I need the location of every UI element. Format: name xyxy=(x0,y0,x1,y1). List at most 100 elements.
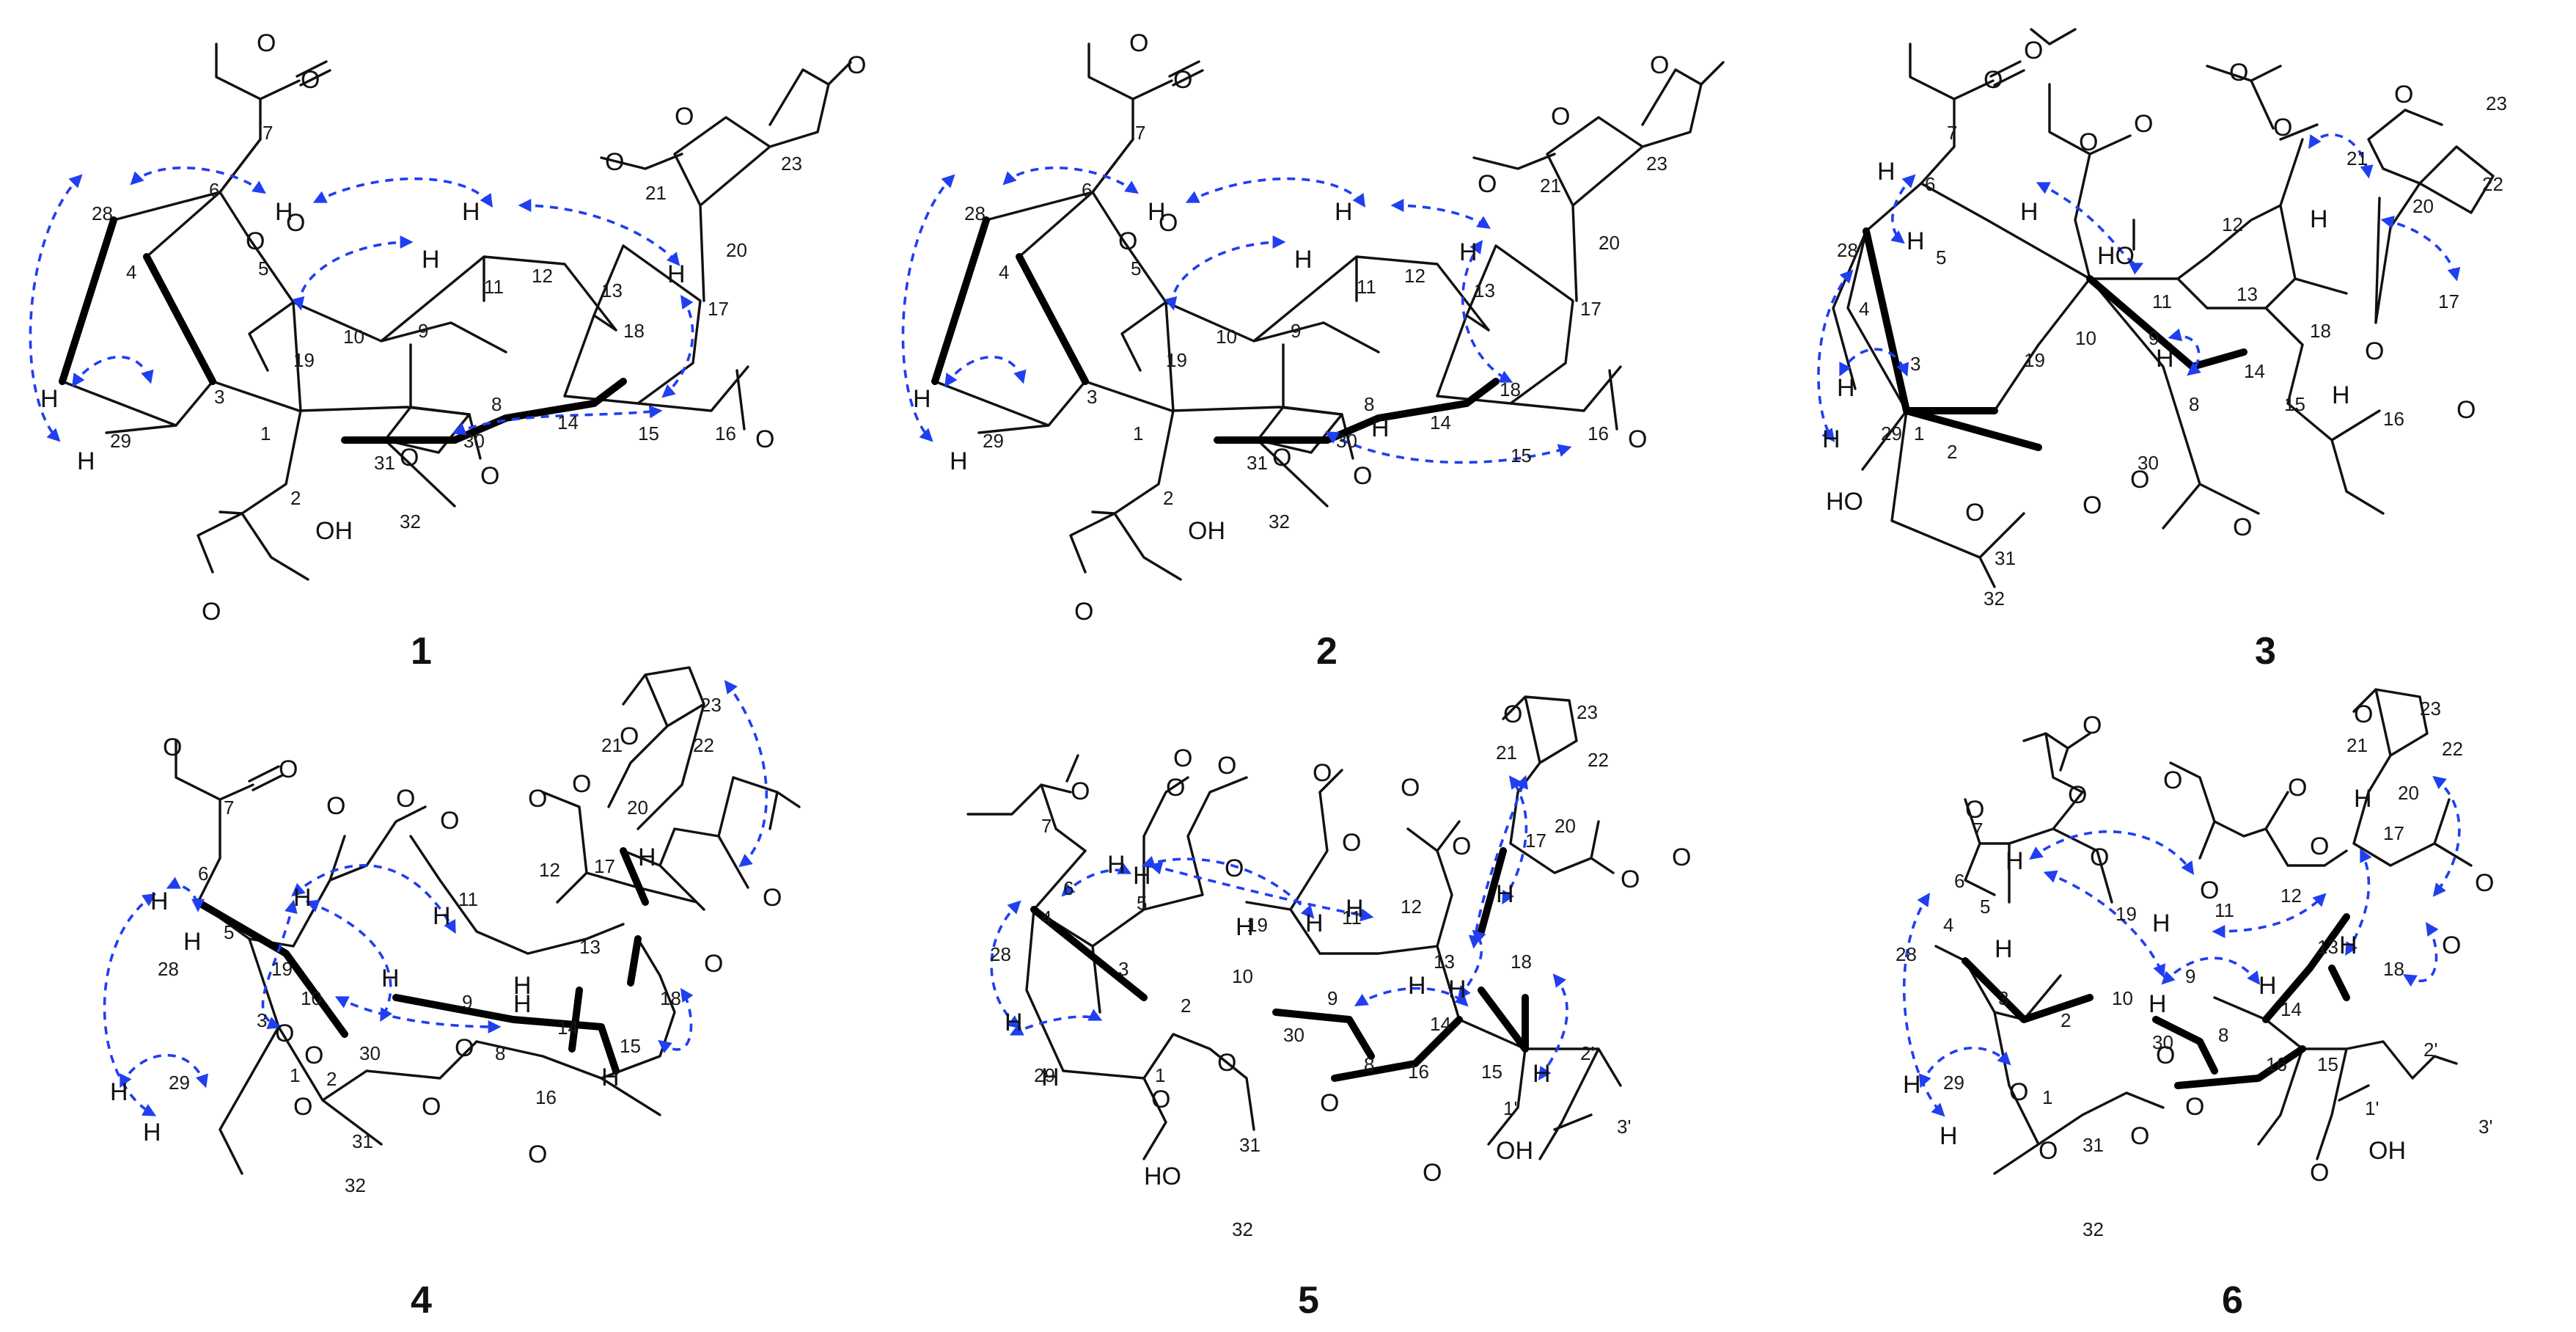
atom-label: O xyxy=(2090,844,2109,871)
atom-number: 28 xyxy=(1837,239,1858,261)
atom-number: 31 xyxy=(1995,547,2016,569)
atom-label: H xyxy=(150,888,169,915)
atom-number: 32 xyxy=(345,1174,366,1196)
bond-line xyxy=(1256,343,1354,508)
wedge-bond xyxy=(1030,847,1529,1060)
atom-label: O xyxy=(2163,766,2182,794)
atom-number: 30 xyxy=(2138,452,2159,474)
atom-number: 1 xyxy=(1155,1064,1165,1086)
atom-label: H xyxy=(1877,158,1896,186)
noe-correlation-arrow xyxy=(2432,775,2461,897)
atom-label: O xyxy=(1342,829,1361,857)
compound-5-stereo-bonds xyxy=(1030,847,1529,1082)
compound-6-structure: O O O O O O O O O O O O O O O O O H H H … xyxy=(1896,688,2494,1322)
atom-number: 2 xyxy=(2061,1009,2071,1031)
atom-label: O xyxy=(1313,759,1332,787)
atom-number: 23 xyxy=(2486,92,2507,114)
atom-label: O xyxy=(1452,832,1471,860)
atom-number: 30 xyxy=(463,430,485,452)
atom-label: O xyxy=(675,103,694,131)
atom-label: O xyxy=(2310,1159,2329,1187)
atom-label: HO xyxy=(2097,242,2135,270)
noe-correlation-arrow xyxy=(2402,922,2439,987)
atom-label: O xyxy=(1217,752,1236,780)
compound-5-structure: O O O O O O O O O O O O O O O O H H H H … xyxy=(966,695,1691,1322)
atom-number: 7 xyxy=(224,797,234,819)
atom-label: O xyxy=(440,807,459,835)
atom-label: O xyxy=(1225,855,1244,882)
atom-number: 12 xyxy=(2280,885,2302,907)
bond-line xyxy=(563,244,749,431)
atom-number: 23 xyxy=(781,153,802,175)
atom-number: 10 xyxy=(1216,326,1237,348)
bond-line xyxy=(1245,769,1461,955)
atom-number: 17 xyxy=(1525,830,1546,852)
atom-label: O xyxy=(704,950,723,978)
atom-label: O xyxy=(2185,1093,2204,1121)
compound-4-noe-arrows xyxy=(103,680,768,1116)
atom-label: O xyxy=(1984,66,2003,94)
compound-id: 3 xyxy=(2255,630,2276,673)
atom-number: 28 xyxy=(990,943,1011,965)
atom-number: 31 xyxy=(374,452,395,474)
atom-number: 32 xyxy=(2083,1218,2104,1240)
atom-number: 12 xyxy=(539,859,560,881)
atom-label: O xyxy=(1173,744,1192,772)
atom-number: 31 xyxy=(352,1130,373,1152)
atom-number: 20 xyxy=(627,797,648,819)
compound-id: 1 xyxy=(411,630,432,673)
atom-number: 16 xyxy=(2266,1053,2287,1075)
noe-correlation-arrow xyxy=(130,166,266,194)
atom-number: 29 xyxy=(1943,1072,1964,1094)
atom-label: O xyxy=(2365,337,2384,365)
atom-number: 14 xyxy=(557,411,579,433)
atom-number: 10 xyxy=(2112,987,2133,1009)
atom-number: 19 xyxy=(293,349,315,371)
compound-6-bonds xyxy=(1934,688,2473,1175)
noe-correlation-arrow xyxy=(261,899,298,1029)
atom-label: O xyxy=(1965,796,1984,824)
noe-correlation-arrow xyxy=(724,680,768,868)
atom-label: O xyxy=(275,1020,294,1047)
compound-6-noe-arrows xyxy=(1903,775,2461,1117)
atom-label: O xyxy=(2009,1078,2028,1106)
atom-number: 17 xyxy=(1580,298,1601,320)
atom-label: O xyxy=(763,884,782,912)
atom-number: 15 xyxy=(638,422,659,444)
atom-number: 1 xyxy=(1914,422,1924,444)
atom-number: 15 xyxy=(1511,444,1532,466)
atom-label: H xyxy=(2354,785,2372,813)
bond-line xyxy=(1964,791,2113,904)
atom-label: O xyxy=(257,29,276,57)
atom-number: 9 xyxy=(2148,327,2159,349)
atom-number: 14 xyxy=(1430,411,1451,433)
atom-number: 18 xyxy=(660,987,681,1009)
atom-number: 16 xyxy=(2383,408,2404,430)
compound-id: 2 xyxy=(1316,630,1337,673)
atom-number: 19 xyxy=(2024,349,2045,371)
atom-number: 29 xyxy=(983,430,1004,452)
atom-label: O xyxy=(2156,1042,2175,1069)
atom-number: 6 xyxy=(1063,877,1074,899)
noe-correlation-arrow xyxy=(1141,855,1315,919)
atom-number: 7 xyxy=(1947,122,1957,144)
noe-correlation-arrow xyxy=(312,177,493,208)
noe-correlation-arrow xyxy=(1185,177,1366,208)
atom-label: O xyxy=(1503,700,1522,728)
atom-label: H xyxy=(293,884,312,912)
atom-number: 4 xyxy=(126,261,136,283)
atom-number: 14 xyxy=(1430,1013,1451,1035)
atom-number: 17 xyxy=(594,855,615,877)
atom-label: O xyxy=(400,444,419,472)
compound-3-noe-arrows xyxy=(1817,133,2461,442)
atom-label: H xyxy=(2339,932,2357,959)
atom-number: 5 xyxy=(258,257,268,279)
atom-number: 1 xyxy=(290,1064,300,1086)
atom-number: 19 xyxy=(2116,903,2137,925)
noe-correlation-arrow xyxy=(120,1053,208,1088)
atom-label: O xyxy=(2354,700,2373,728)
noe-correlation-arrow xyxy=(1817,269,1854,442)
compound-2-labels: O O O O O O O O O O O H H H H H H H OH xyxy=(913,29,1669,626)
atom-label: O xyxy=(202,598,221,626)
atom-label: OH xyxy=(1188,517,1225,545)
